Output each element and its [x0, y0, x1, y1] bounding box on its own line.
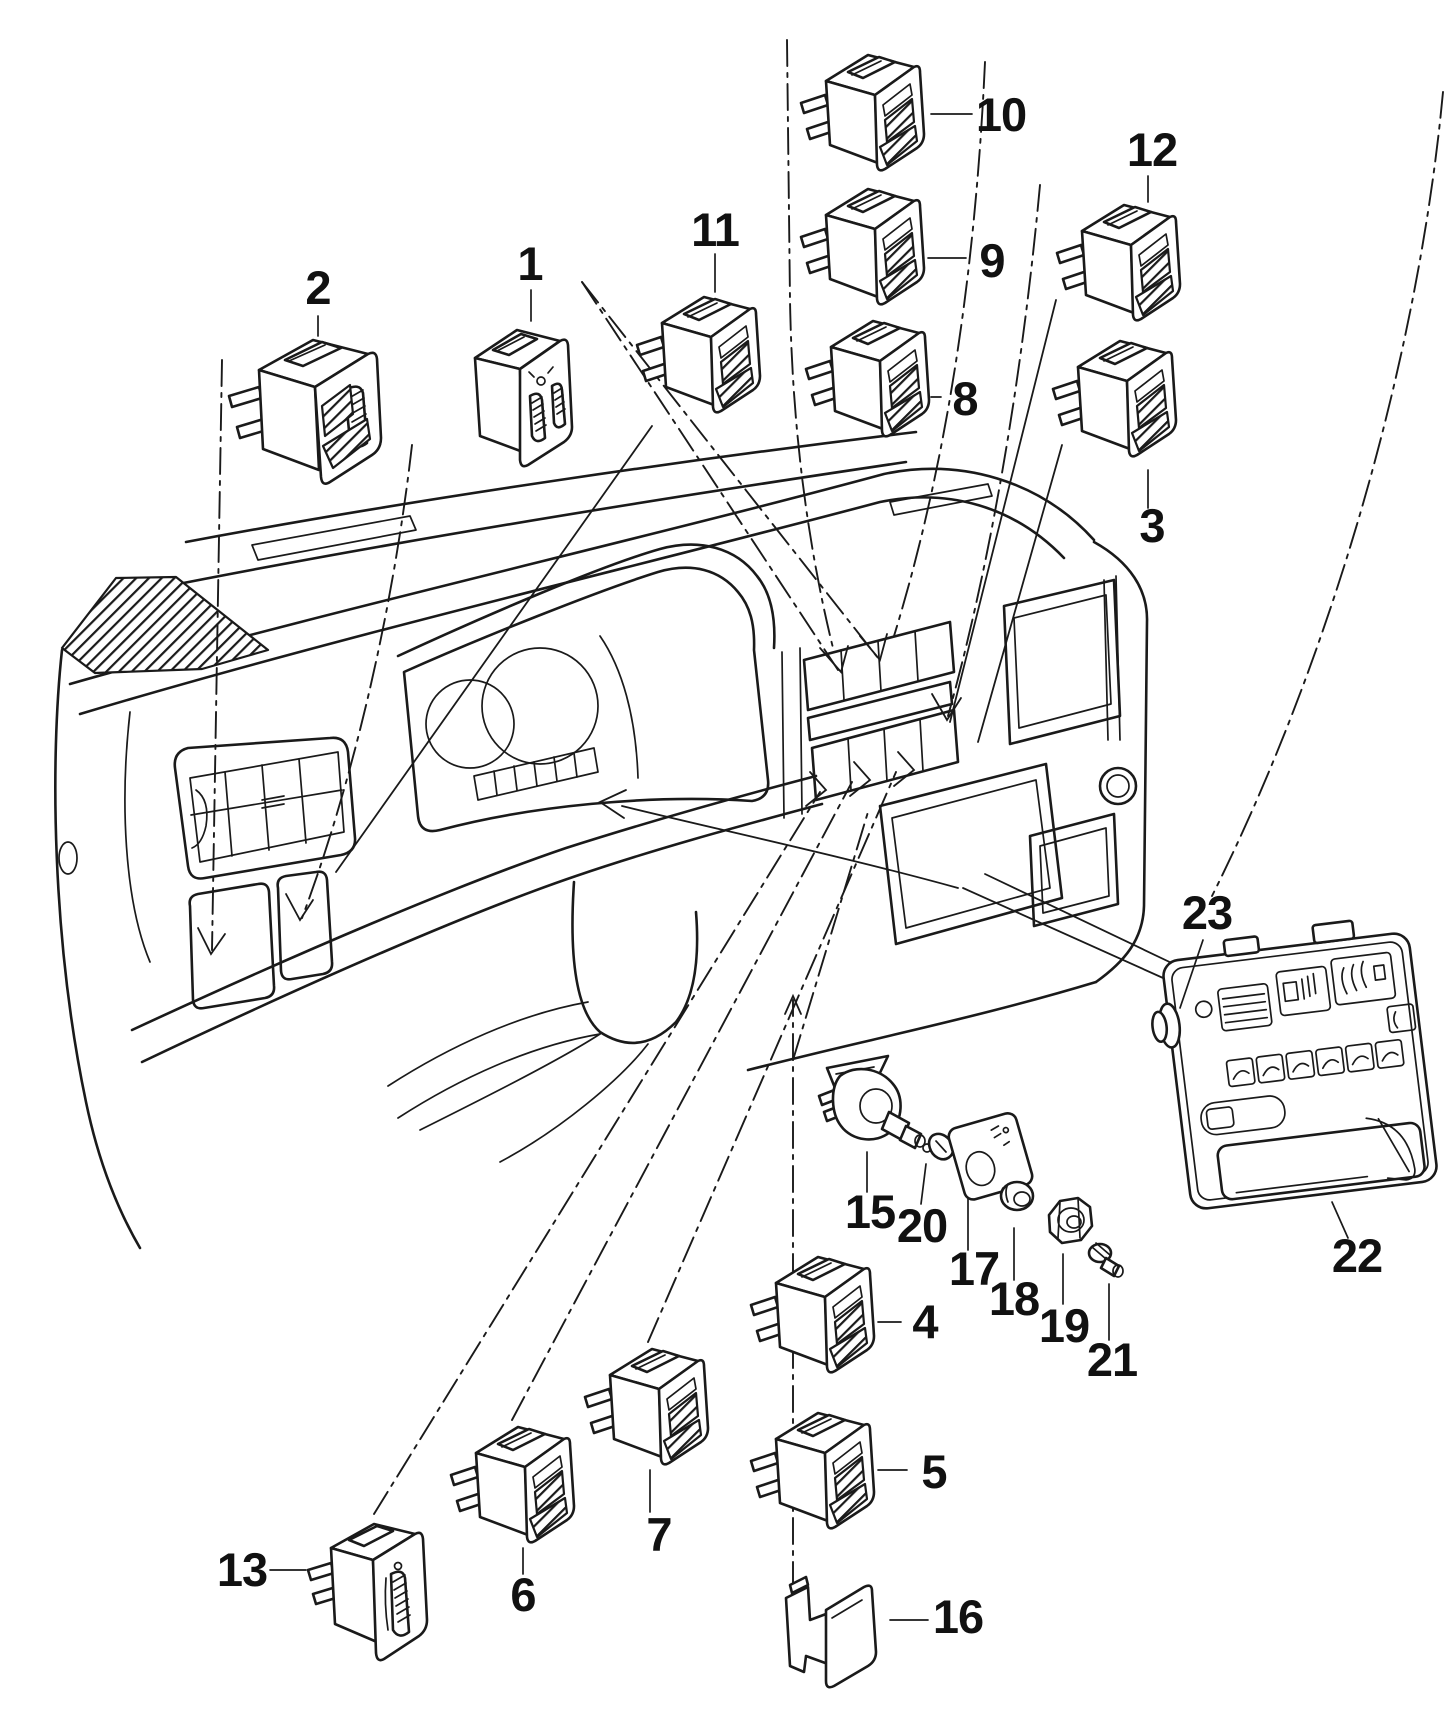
defroster-vent-strip [251, 515, 417, 561]
dashboard-illustration [54, 430, 1149, 1250]
leader-arrows [197, 633, 962, 1015]
callout-13: 13 [217, 1543, 267, 1596]
gauge-small [425, 679, 515, 769]
callout-11: 11 [691, 203, 739, 256]
callout-6: 6 [510, 1568, 535, 1621]
lower-dash-opening-right [276, 870, 334, 981]
callout-1: 1 [517, 237, 542, 290]
blanking-cover-16 [784, 1575, 878, 1689]
bulb-20 [927, 1132, 955, 1161]
heater-knob-23 [1151, 1002, 1182, 1049]
switch-4 [749, 1255, 876, 1374]
gauge-large [481, 647, 599, 765]
lighter-mounting-hole [1098, 766, 1138, 806]
switch-2 [227, 338, 383, 485]
callout-19: 19 [1039, 1299, 1089, 1352]
callout-18: 18 [989, 1272, 1039, 1325]
cigarette-lighter-15 [817, 1054, 932, 1153]
lower-dash-opening-left [188, 882, 276, 1010]
switch-7 [583, 1347, 710, 1466]
callout-23: 23 [1182, 886, 1232, 939]
leader-lines [197, 39, 1444, 1589]
callout-4: 4 [912, 1295, 938, 1348]
heater-control-unit-22 [1151, 919, 1438, 1210]
switch-13 [306, 1522, 429, 1662]
callout-17: 17 [949, 1242, 999, 1295]
instrument-cluster [396, 543, 776, 833]
switch-3 [1051, 339, 1178, 458]
callout-15: 15 [845, 1185, 895, 1238]
callout-20: 20 [897, 1199, 947, 1252]
callout-21: 21 [1087, 1333, 1137, 1386]
switch-12 [1055, 203, 1182, 322]
trim-plate-17 [947, 1111, 1034, 1201]
switch-1 [473, 328, 574, 468]
switch-5 [749, 1411, 876, 1530]
callout-9: 9 [979, 234, 1004, 287]
switch-6 [449, 1425, 576, 1544]
switch-8 [804, 319, 931, 438]
callout-10: 10 [976, 88, 1026, 141]
steering-column-shroud [387, 880, 699, 1163]
screw-21 [1087, 1242, 1124, 1278]
callout-7: 7 [646, 1508, 671, 1561]
callout-12: 12 [1127, 123, 1177, 176]
callout-labels: 1 2 3 4 5 6 7 8 9 10 11 12 13 15 16 17 1… [217, 88, 1383, 1643]
callout-5: 5 [921, 1445, 946, 1498]
switch-9 [799, 187, 926, 306]
threaded-ring-18 [999, 1180, 1035, 1212]
callout-3: 3 [1139, 499, 1164, 552]
switch-10 [799, 53, 926, 172]
console-opening [746, 762, 1098, 1072]
callout-8: 8 [952, 372, 977, 425]
left-air-vent [173, 736, 357, 880]
callout-2: 2 [305, 261, 330, 314]
callout-stems [269, 113, 1349, 1621]
hatched-pillar-area [60, 575, 270, 675]
callout-22: 22 [1332, 1229, 1382, 1282]
switch-opening-rows [802, 620, 960, 802]
nut-19 [1047, 1196, 1094, 1245]
callout-16: 16 [933, 1590, 983, 1643]
